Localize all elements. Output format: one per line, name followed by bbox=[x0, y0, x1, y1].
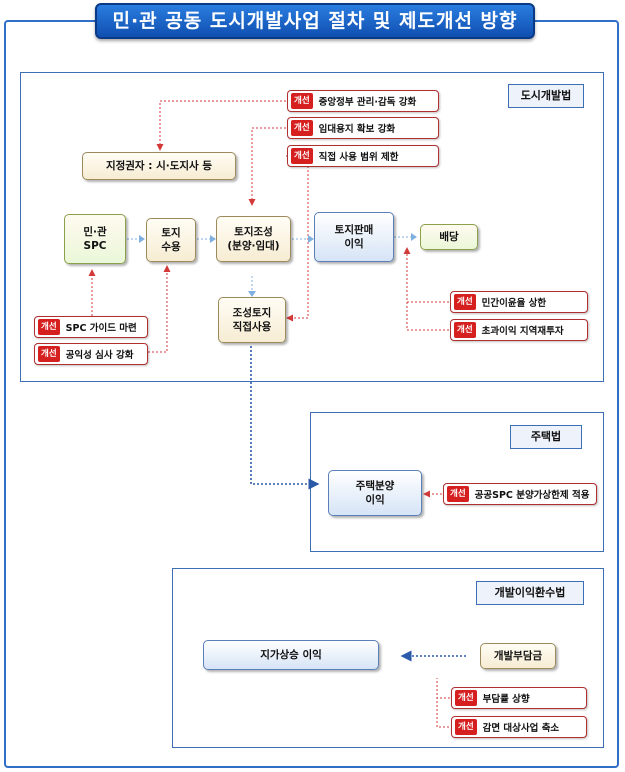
improvement-text: 부담률 상향 bbox=[482, 694, 530, 705]
improvement-direct-use-limit: 개선 직접 사용 범위 제한 bbox=[287, 145, 439, 167]
improvement-text: 공익성 심사 강화 bbox=[65, 350, 134, 361]
improvement-badge: 개선 bbox=[38, 346, 60, 362]
improvement-badge: 개선 bbox=[291, 148, 313, 164]
land-sale-profit-box: 토지판매 이익 bbox=[314, 212, 394, 262]
improvement-text: 직접 사용 범위 제한 bbox=[318, 152, 399, 163]
land-development-line-2: (분양·임대) bbox=[227, 240, 280, 252]
designator-box: 지정권자 : 시·도지사 등 bbox=[82, 152, 236, 180]
land-acquisition-box: 토지 수용 bbox=[146, 218, 196, 262]
improvement-text: 민간이윤율 상한 bbox=[481, 298, 547, 309]
improvement-profit-cap: 개선 민간이윤율 상한 bbox=[450, 291, 588, 313]
improvement-badge: 개선 bbox=[38, 319, 60, 335]
land-development-line-1: 토지조성 bbox=[234, 225, 273, 238]
spc-line-2: SPC bbox=[83, 240, 107, 252]
improvement-text: SPC 가이드 마련 bbox=[65, 323, 137, 334]
improvement-text: 초과이익 지역재투자 bbox=[481, 326, 564, 337]
improvement-rate-increase: 개선 부담률 상향 bbox=[451, 687, 587, 709]
dividend-box: 배당 bbox=[420, 224, 478, 250]
land-sale-profit-line-1: 토지판매 bbox=[334, 223, 374, 236]
improvement-badge: 개선 bbox=[291, 120, 313, 136]
spc-box: 민·관 SPC bbox=[64, 214, 126, 264]
page-title: 민·관 공동 도시개발사업 절차 및 제도개선 방향 bbox=[95, 3, 535, 39]
land-acquisition-line-1: 토지 bbox=[161, 226, 181, 239]
development-charge-box: 개발부담금 bbox=[480, 643, 556, 669]
land-acquisition-line-2: 수용 bbox=[161, 241, 181, 253]
direct-use-line-1: 조성토지 bbox=[232, 306, 272, 319]
land-development-box: 토지조성 (분양·임대) bbox=[216, 216, 291, 262]
spc-line-1: 민·관 bbox=[83, 225, 107, 238]
improvement-price-cap: 개선 공공SPC 분양가상한제 적용 bbox=[443, 483, 597, 505]
improvement-excess-reinvest: 개선 초과이익 지역재투자 bbox=[450, 319, 588, 341]
improvement-public-review: 개선 공익성 심사 강화 bbox=[34, 343, 148, 365]
improvement-spc-guide: 개선 SPC 가이드 마련 bbox=[34, 316, 148, 338]
improvement-rental-land: 개선 임대용지 확보 강화 bbox=[287, 117, 439, 139]
tag-housing-act: 주택법 bbox=[510, 425, 582, 449]
land-value-gain-box: 지가상승 이익 bbox=[203, 640, 379, 670]
housing-sale-profit-line-1: 주택분양 bbox=[355, 479, 395, 492]
direct-use-box: 조성토지 직접사용 bbox=[218, 297, 286, 343]
improvement-badge: 개선 bbox=[447, 486, 469, 502]
tag-recovery-act: 개발이익환수법 bbox=[476, 581, 584, 605]
improvement-badge: 개선 bbox=[455, 719, 477, 735]
improvement-exemption-reduction: 개선 감면 대상사업 축소 bbox=[451, 716, 587, 738]
improvement-text: 공공SPC 분양가상한제 적용 bbox=[474, 490, 590, 501]
improvement-badge: 개선 bbox=[455, 690, 477, 706]
housing-sale-profit-box: 주택분양 이익 bbox=[328, 470, 422, 516]
improvement-text: 감면 대상사업 축소 bbox=[482, 723, 560, 734]
improvement-text: 임대용지 확보 강화 bbox=[318, 124, 396, 135]
improvement-badge: 개선 bbox=[454, 294, 476, 310]
land-sale-profit-line-2: 이익 bbox=[344, 238, 364, 250]
housing-sale-profit-line-2: 이익 bbox=[365, 494, 385, 506]
direct-use-line-2: 직접사용 bbox=[232, 321, 272, 333]
tag-urban-development-act: 도시개발법 bbox=[508, 84, 584, 108]
improvement-text: 중앙정부 관리·감독 강화 bbox=[318, 97, 417, 108]
improvement-badge: 개선 bbox=[291, 93, 313, 109]
improvement-badge: 개선 bbox=[454, 322, 476, 338]
improvement-central-oversight: 개선 중앙정부 관리·감독 강화 bbox=[287, 90, 439, 112]
